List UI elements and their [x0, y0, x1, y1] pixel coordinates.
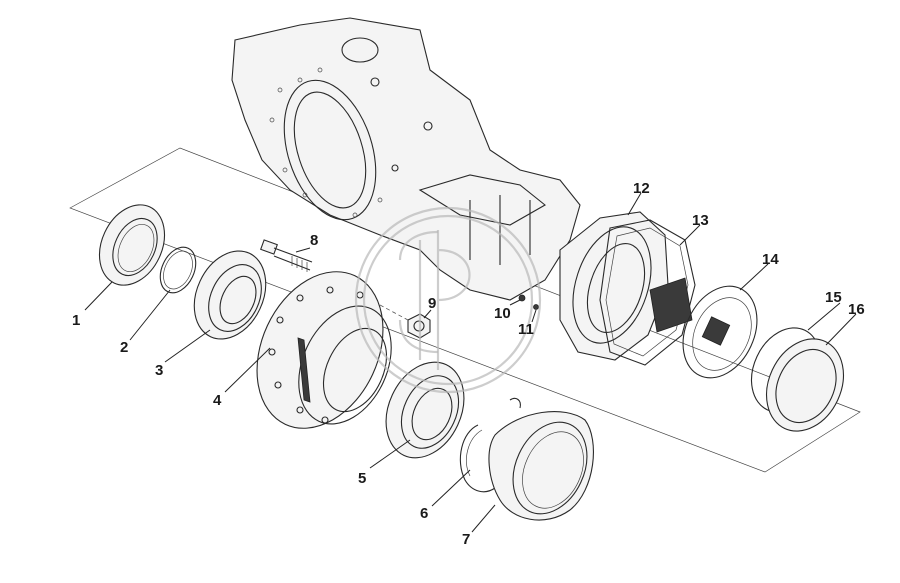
callout-2: 2	[120, 339, 128, 356]
callout-4: 4	[213, 392, 222, 409]
callout-1: 1	[72, 312, 80, 329]
part-5-bearing	[385, 361, 465, 459]
callout-13: 13	[692, 212, 709, 229]
callout-11: 11	[518, 321, 534, 338]
axle-housing	[231, 17, 581, 301]
part-7-ring-gear	[488, 397, 594, 521]
part-13-gasket	[599, 219, 696, 366]
part-1-seal	[98, 204, 166, 286]
assembly-plane-outline	[69, 147, 861, 473]
leader-lines	[84, 192, 857, 533]
part-9-nut	[379, 304, 431, 339]
callout-16: 16	[848, 301, 865, 318]
callout-8: 8	[310, 232, 318, 249]
part-12-carrier	[559, 211, 669, 361]
callout-5: 5	[358, 470, 366, 487]
callout-7: 7	[462, 531, 470, 548]
callout-15: 15	[825, 289, 842, 306]
callout-14: 14	[762, 251, 779, 268]
part-8-bolt	[260, 239, 313, 272]
part-10-11-fasteners	[518, 294, 539, 310]
callout-9: 9	[428, 295, 436, 312]
watermark-logo	[354, 206, 542, 394]
callout-3: 3	[155, 362, 163, 379]
part-15-16-rings	[750, 327, 844, 432]
callout-12: 12	[633, 180, 650, 197]
part-4-wheel-hub	[256, 271, 392, 429]
part-3-bearing	[193, 250, 267, 340]
callout-6: 6	[420, 505, 428, 522]
part-2-snap-ring	[159, 246, 197, 294]
part-14-sun-gear-shaft	[649, 277, 758, 379]
callout-10: 10	[494, 305, 511, 322]
callout-labels: 1 2 3 4 5 6 7 8 9 10 11 12 13 14 15 16	[72, 180, 865, 548]
